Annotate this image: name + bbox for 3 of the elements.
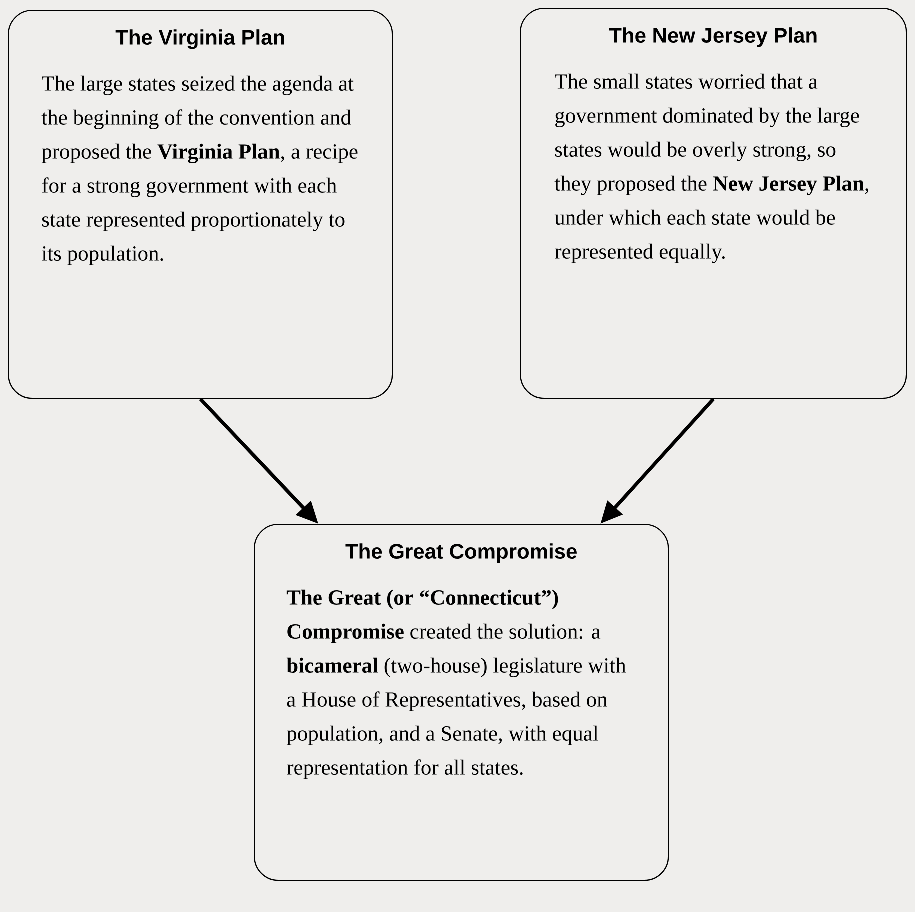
text-box: The Great Compromise The Great (or “Connecticut”) Compromise created the solution: a bicameral (two-house) legislature with a House of Representatives, based on population, and a Senate, with equal representation for all states. — [254, 524, 670, 882]
text-box: The New Jersey Plan The small states worried that a government dominated by the large states would be overly strong, so they proposed the New Jersey Plan, under which each state would be represented equally. — [520, 8, 908, 400]
text-box: The Virginia Plan The large states seized the agenda at the beginning of the convention and proposed the Virginia Plan, a recipe for a strong government with each state represented proportionately to its population. — [8, 10, 394, 400]
